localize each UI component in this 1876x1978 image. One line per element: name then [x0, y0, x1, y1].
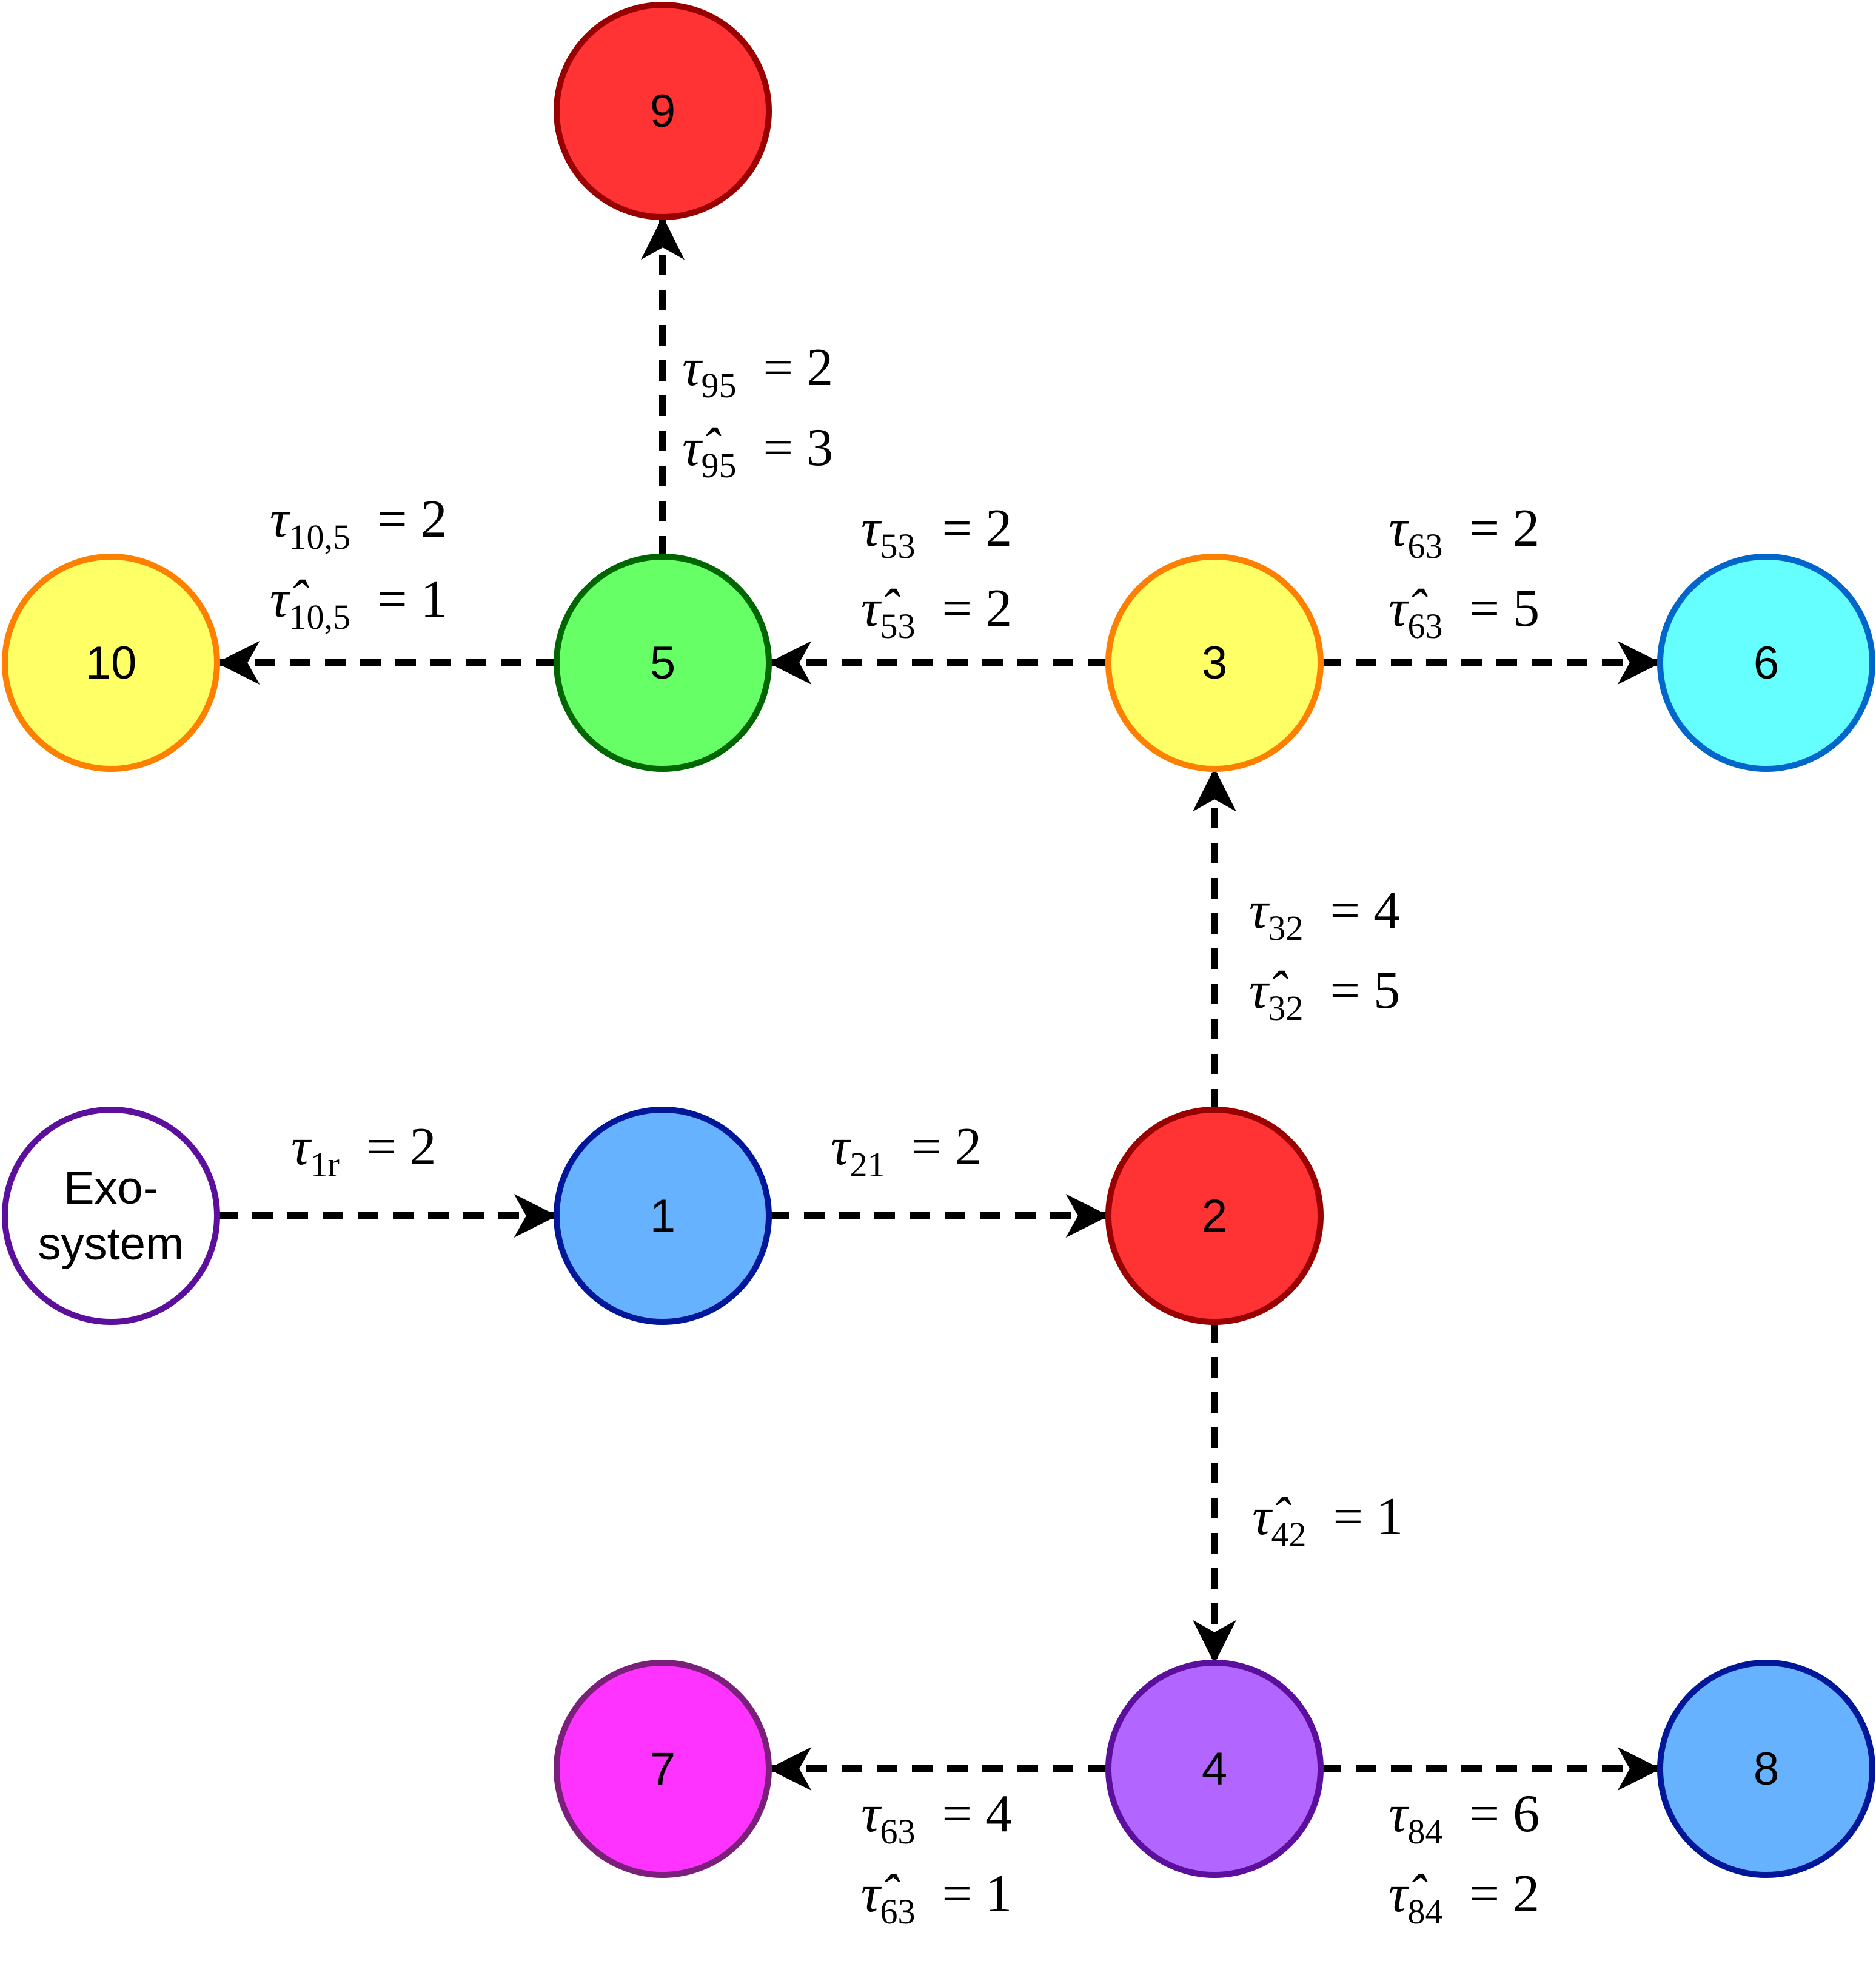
node-10: 10 [2, 554, 220, 772]
edge-label-3-5: τ53 = 2 [861, 499, 1012, 566]
node-label-3: 3 [1202, 637, 1227, 689]
node-circle-exo [2, 1107, 220, 1325]
node-2: 2 [1105, 1107, 1324, 1325]
node-8: 8 [1657, 1660, 1875, 1878]
node-circle-8 [1657, 1660, 1875, 1878]
node-label-1: 1 [650, 1190, 675, 1242]
edge-label-1-2: τ21 = 2 [831, 1118, 982, 1184]
edge-label-5-10: τ10,5 = 2 [270, 490, 447, 557]
node-circle-6 [1657, 554, 1875, 772]
node-label-10: 10 [85, 637, 137, 689]
node-exo: Exo-system [2, 1107, 220, 1325]
edge-label-5-10-hat: τ̂10,5 = 1 [270, 570, 447, 637]
node-circle-5 [554, 554, 772, 772]
edge-label-3-6: τ63 = 2 [1389, 499, 1539, 566]
node-label-4: 4 [1202, 1743, 1227, 1795]
edge-label-3-6-hat: τ̂63 = 5 [1389, 579, 1539, 646]
node-label-exo-line1: Exo- [64, 1162, 158, 1214]
edge-label-2-3: τ32 = 4 [1249, 881, 1400, 948]
node-circle-4 [1105, 1660, 1324, 1878]
edge-label-4-7: τ63 = 4 [861, 1785, 1012, 1851]
node-label-7: 7 [650, 1743, 675, 1795]
node-label-8: 8 [1754, 1743, 1779, 1795]
edge-label-4-7-hat: τ̂63 = 1 [861, 1865, 1012, 1931]
edge-label-2-4-hat: τ̂42 = 1 [1252, 1487, 1403, 1554]
node-9: 9 [554, 2, 772, 220]
edge-label-5-9: τ95 = 2 [682, 338, 833, 405]
node-5: 5 [554, 554, 772, 772]
node-label-5: 5 [650, 637, 675, 689]
node-circle-1 [554, 1107, 772, 1325]
edge-label-exo-1: τ1r = 2 [291, 1118, 436, 1184]
edge-label-4-8: τ84 = 6 [1389, 1785, 1539, 1851]
edge-label-4-8-hat: τ̂84 = 2 [1389, 1865, 1539, 1931]
node-circle-3 [1105, 554, 1324, 772]
edge-label-5-9-hat: τ̂95 = 3 [682, 418, 833, 485]
edge-label-2-3-hat: τ̂32 = 5 [1249, 961, 1400, 1028]
node-circle-7 [554, 1660, 772, 1878]
node-1: 1 [554, 1107, 772, 1325]
node-circle-2 [1105, 1107, 1324, 1325]
node-label-2: 2 [1202, 1190, 1227, 1242]
node-label-9: 9 [650, 85, 675, 137]
node-circle-9 [554, 2, 772, 220]
node-3: 3 [1105, 554, 1324, 772]
node-7: 7 [554, 1660, 772, 1878]
node-circle-10 [2, 554, 220, 772]
node-6: 6 [1657, 554, 1875, 772]
node-label-6: 6 [1754, 637, 1779, 689]
node-4: 4 [1105, 1660, 1324, 1878]
edge-label-3-5-hat: τ̂53 = 2 [861, 579, 1012, 646]
node-label-exo-line2: system [38, 1218, 184, 1270]
